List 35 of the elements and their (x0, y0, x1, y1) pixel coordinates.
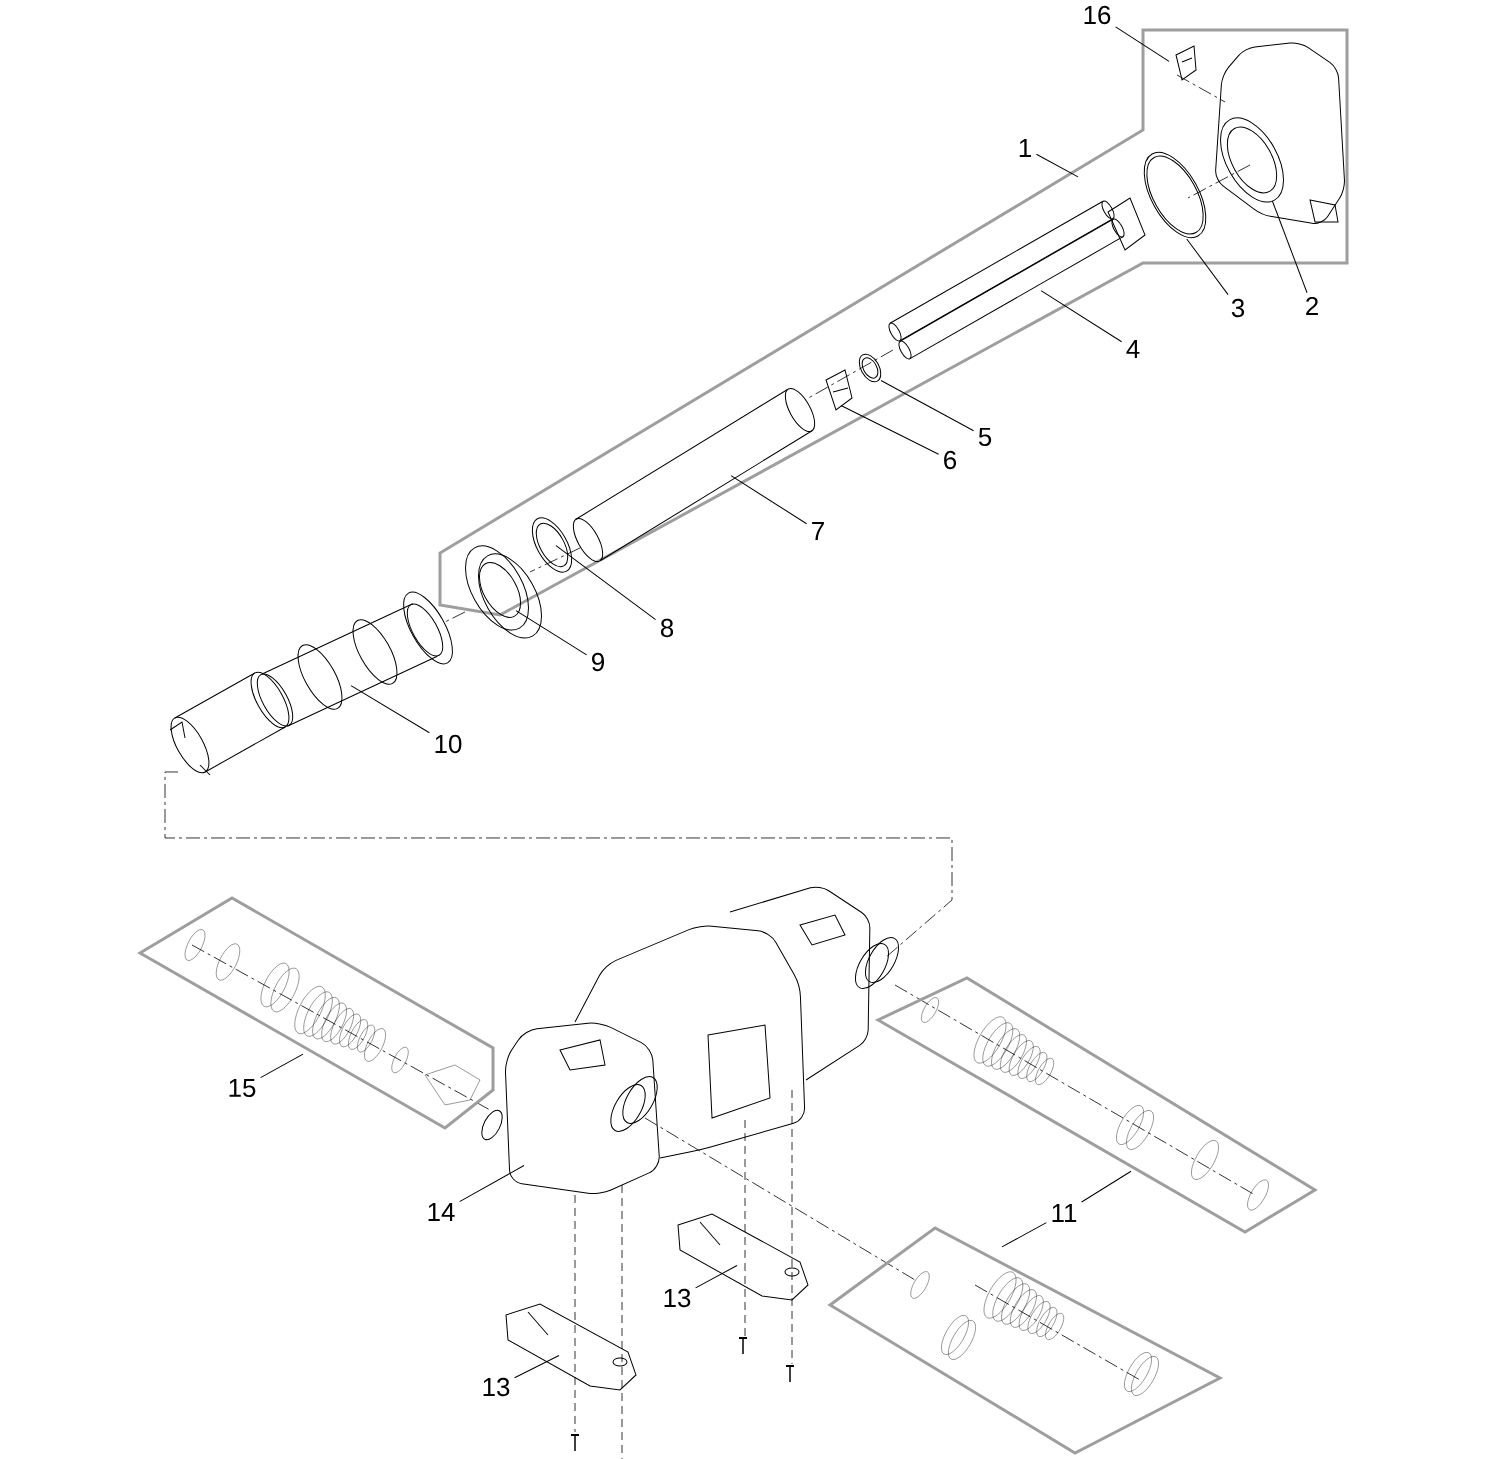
callout-number: 16 (1084, 5, 1111, 25)
leader-line (695, 1265, 738, 1289)
leader-line (459, 1165, 525, 1203)
leader-line (1271, 200, 1308, 294)
callout-number: 13 (483, 1377, 510, 1397)
callout-number: 5 (978, 427, 992, 446)
leader-line (1115, 26, 1170, 62)
callout-number: 6 (944, 450, 957, 470)
housing-drawing (481, 886, 899, 1195)
callout-number: 11 (1052, 1204, 1077, 1222)
group-frame (438, 28, 1349, 617)
callout-number: 14 (428, 1203, 455, 1221)
callout-number: 3 (1231, 298, 1245, 318)
leader-line (1001, 1222, 1047, 1248)
leader-line (880, 380, 975, 432)
callout-number: 1 (1019, 139, 1031, 157)
leader-line (515, 610, 588, 656)
callout-number: 2 (1306, 296, 1318, 315)
leader-line (1186, 238, 1229, 296)
callout-number: 8 (660, 618, 674, 638)
leader-line (1081, 1170, 1132, 1203)
leader-line (1035, 153, 1079, 178)
leader-line (260, 1053, 304, 1079)
callout-number: 9 (592, 652, 604, 672)
callout-number: 10 (435, 734, 462, 754)
callout-number: 15 (229, 1078, 256, 1097)
leader-line (1040, 290, 1123, 343)
leader-line (730, 475, 808, 525)
leader-line (555, 545, 657, 621)
leader-line (514, 1355, 560, 1379)
leader-line (840, 405, 940, 455)
callout-number: 13 (664, 1288, 691, 1308)
callout-number: 7 (812, 522, 824, 540)
leader-line (350, 685, 430, 734)
nut-drawing (465, 545, 542, 639)
